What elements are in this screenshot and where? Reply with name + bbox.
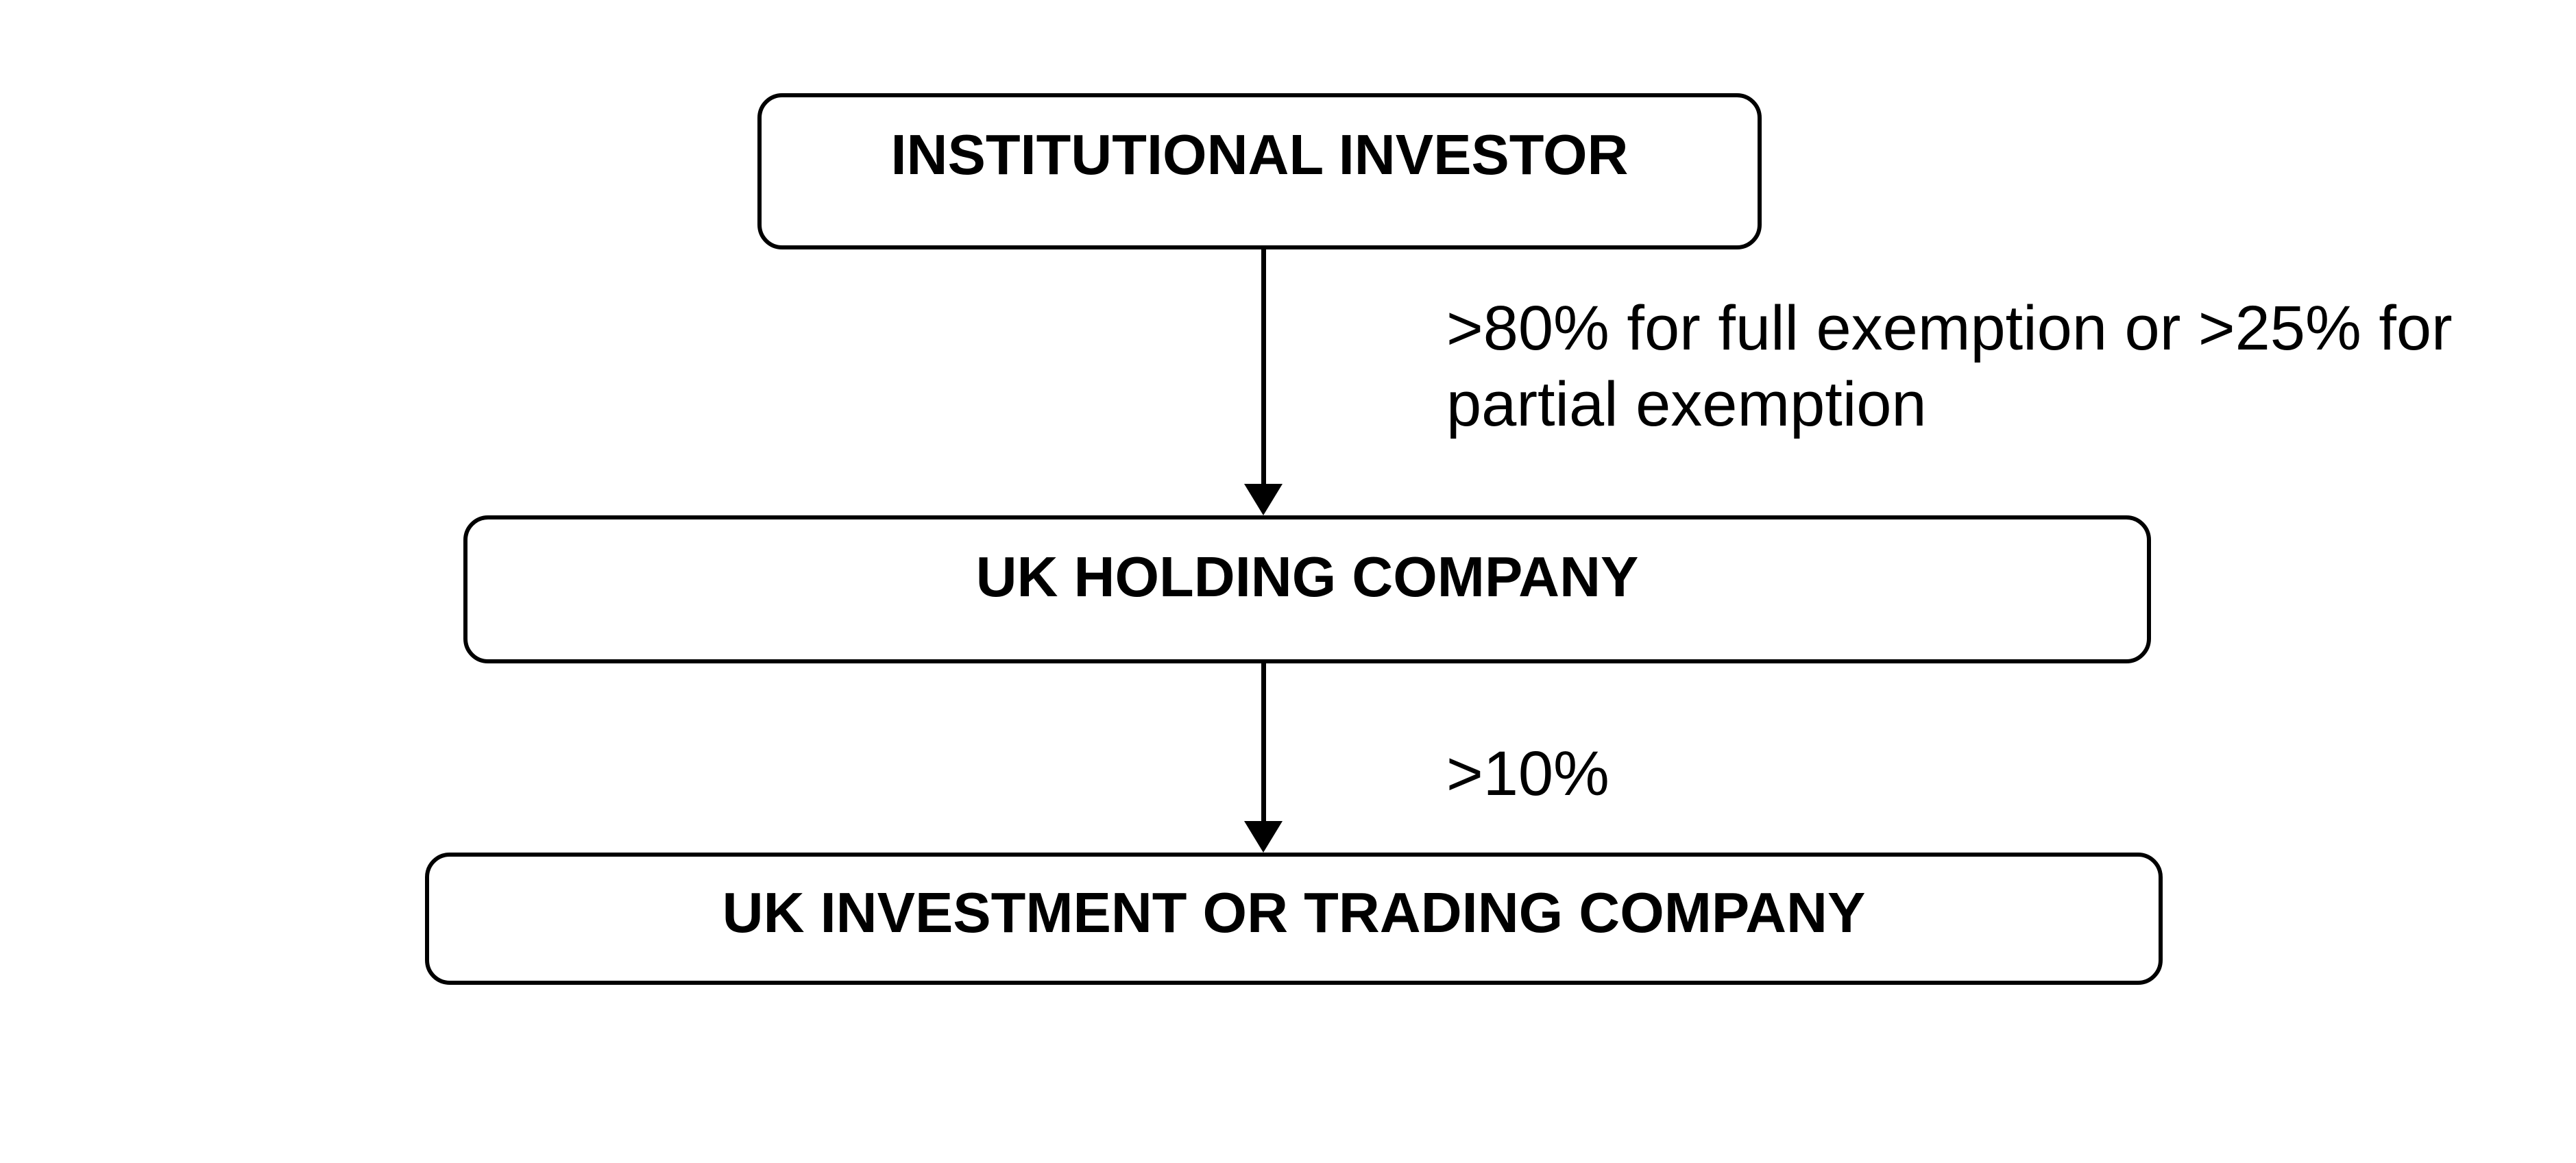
arrow-shaft (1261, 663, 1266, 825)
node-institutional-investor: INSTITUTIONAL INVESTOR (757, 93, 1762, 249)
node-institutional-investor-label: INSTITUTIONAL INVESTOR (890, 123, 1629, 187)
down-arrow-icon (1244, 821, 1283, 853)
node-uk-investment-or-trading-company: UK INVESTMENT OR TRADING COMPANY (425, 853, 2163, 985)
node-uk-holding-company: UK HOLDING COMPANY (463, 515, 2151, 663)
connector-holding-to-investment (1244, 663, 1283, 853)
edge-label-holding-ownership: >80% for full exemption or >25% for part… (1446, 293, 2453, 439)
node-uk-holding-company-label: UK HOLDING COMPANY (975, 545, 1639, 609)
edge-label-subsidiary-ownership: >10% (1446, 739, 1609, 809)
down-arrow-icon (1244, 484, 1283, 515)
arrow-shaft (1261, 249, 1266, 488)
node-uk-investment-or-trading-company-label: UK INVESTMENT OR TRADING COMPANY (722, 880, 1866, 944)
connector-investor-to-holding (1244, 249, 1283, 515)
